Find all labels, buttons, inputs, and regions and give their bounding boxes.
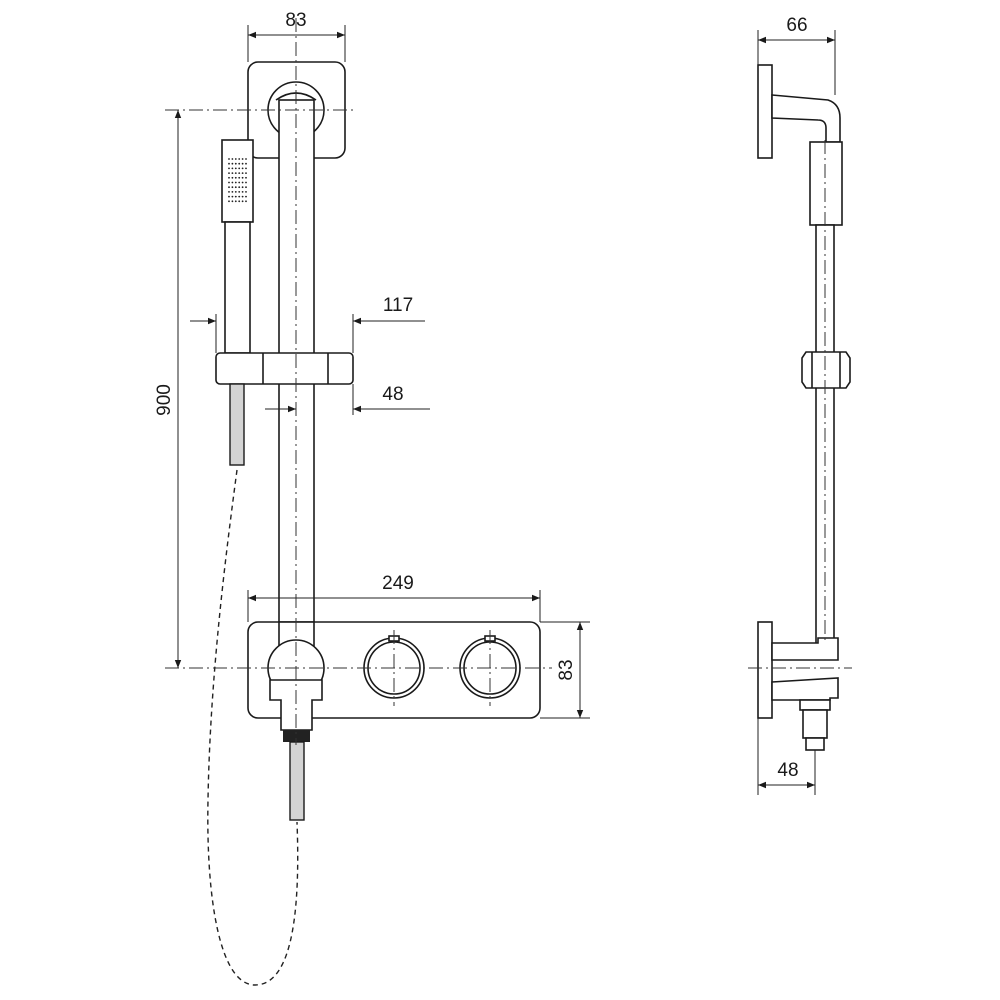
nozzle-dot <box>245 158 247 160</box>
hand-shower-handle <box>224 221 251 354</box>
nozzle-dot <box>234 162 237 165</box>
nozzle-dot <box>241 172 244 175</box>
nozzle-dot <box>231 167 234 170</box>
nozzle-dot <box>245 176 247 179</box>
side-rail-sleeve <box>809 141 843 226</box>
nozzle-dot <box>234 195 237 198</box>
dim-valve-plate-width: 249 <box>382 573 414 594</box>
nozzle-dot <box>245 200 247 203</box>
nozzle-dot <box>234 200 237 203</box>
nozzle-dot <box>234 158 237 160</box>
side-connector <box>799 699 831 711</box>
nozzle-dot <box>245 191 247 193</box>
nozzle-dot <box>238 186 241 189</box>
nozzle-dot <box>234 191 237 193</box>
nozzle-dot <box>231 181 234 184</box>
nozzle-dot <box>238 162 241 165</box>
nozzle-dot <box>231 186 234 189</box>
nozzle-dot <box>228 162 230 165</box>
dim-top-plate-width: 83 <box>285 10 306 31</box>
nozzle-dot <box>231 172 234 175</box>
nozzle-dot <box>245 172 247 175</box>
dim-top-depth: 66 <box>786 15 807 36</box>
nozzle-dot <box>228 172 230 175</box>
nozzle-dot <box>234 176 237 179</box>
nozzle-dot <box>241 167 244 170</box>
nozzle-dot <box>234 186 237 189</box>
slider <box>215 352 354 385</box>
dim-bottom-depth: 48 <box>777 760 798 781</box>
dim-hose-offset: 48 <box>382 384 403 405</box>
nozzle-dot <box>245 181 247 184</box>
hose-lower <box>289 741 305 821</box>
nozzle-dot <box>228 158 230 160</box>
nozzle-dot <box>245 162 247 165</box>
nozzle-dot <box>241 195 244 198</box>
nozzle-dot <box>238 195 241 198</box>
nozzle-dot <box>228 200 230 203</box>
front-view: 83 900 117 48 249 83 <box>154 10 590 986</box>
spray-nozzles <box>228 158 247 203</box>
bottom-arm-lower <box>771 677 839 701</box>
nozzle-dot <box>228 195 230 198</box>
side-nut <box>805 737 825 751</box>
thread <box>283 730 310 742</box>
bottom-flange <box>757 621 773 719</box>
nozzle-dot <box>241 181 244 184</box>
nozzle-dot <box>231 200 234 203</box>
nozzle-dot <box>231 191 234 193</box>
nozzle-dot <box>238 200 241 203</box>
nozzle-dot <box>238 172 241 175</box>
nozzle-dot <box>245 195 247 198</box>
nozzle-dot <box>228 191 230 193</box>
nozzle-dot <box>228 167 230 170</box>
nozzle-dot <box>234 181 237 184</box>
nozzle-dot <box>228 181 230 184</box>
nozzle-dot <box>241 191 244 193</box>
nozzle-dot <box>228 176 230 179</box>
nozzle-dot <box>238 181 241 184</box>
nozzle-dot <box>231 158 234 160</box>
hose-upper <box>229 383 245 466</box>
nozzle-dot <box>238 176 241 179</box>
nozzle-dot <box>241 176 244 179</box>
nozzle-dot <box>228 186 230 189</box>
nozzle-dot <box>241 158 244 160</box>
top-arm <box>771 94 841 143</box>
nozzle-dot <box>234 172 237 175</box>
nozzle-dot <box>245 186 247 189</box>
nozzle-dot <box>231 176 234 179</box>
hose-dashed <box>207 469 299 986</box>
nozzle-dot <box>241 186 244 189</box>
side-view: 66 48 <box>748 15 852 795</box>
dim-valve-plate-height: 83 <box>556 659 577 680</box>
bottom-arm-upper <box>771 637 839 661</box>
nozzle-dot <box>231 162 234 165</box>
nozzle-dot <box>234 167 237 170</box>
top-flange <box>757 64 773 159</box>
nozzle-dot <box>238 158 241 160</box>
nozzle-dot <box>241 200 244 203</box>
nozzle-dot <box>241 162 244 165</box>
nozzle-dot <box>245 167 247 170</box>
dim-slider-projection: 117 <box>383 295 413 316</box>
side-slider-nut <box>801 351 851 389</box>
nozzle-dot <box>238 191 241 193</box>
nozzle-dot <box>231 195 234 198</box>
hand-shower-head <box>221 139 254 223</box>
nozzle-dot <box>238 167 241 170</box>
dim-rail-length: 900 <box>154 384 175 416</box>
